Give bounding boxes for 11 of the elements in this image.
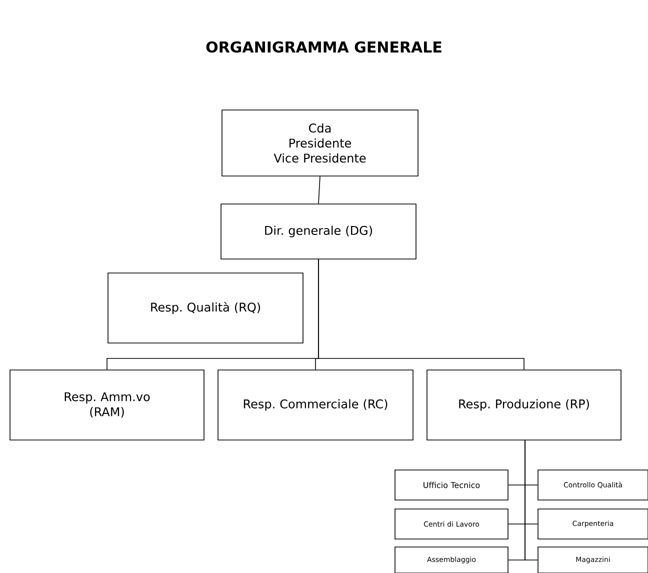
title: ORGANIGRAMMA GENERALE [206, 41, 442, 53]
unit-box: Ufficio Tecnico [394, 470, 508, 500]
connector-line [318, 258, 524, 370]
connector-line [318, 176, 320, 204]
role-box: Cda Presidente Vice Presidente [222, 110, 418, 176]
role-box: Resp. Amm.vo (RAM) [10, 370, 204, 440]
connector-line [524, 440, 538, 560]
role-box: Resp. Commerciale (RC) [218, 370, 414, 440]
role-box: Dir. generale (DG) [220, 204, 416, 260]
role-box: Resp. Qualità (RQ) [108, 272, 304, 344]
role-box: Resp. Produzione (RP) [426, 370, 622, 440]
